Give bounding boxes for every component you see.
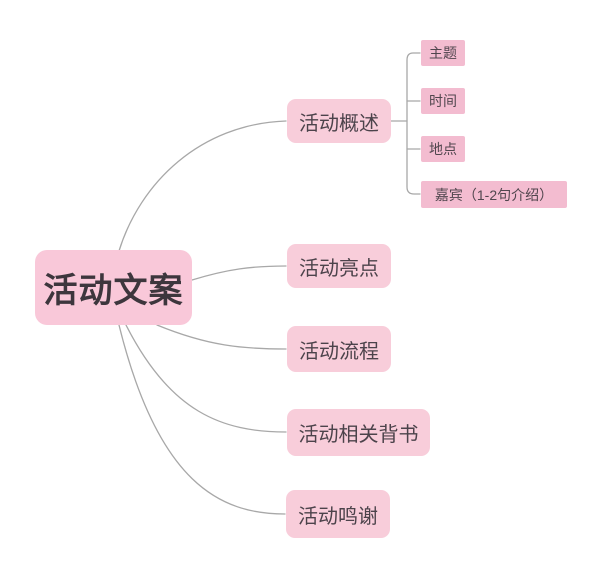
branch-node-acknowledgements[interactable]: 活动鸣谢 <box>286 490 390 538</box>
child-node-location[interactable]: 地点 <box>421 136 465 162</box>
child-node-guests[interactable]: 嘉宾（1-2句介绍） <box>421 181 567 208</box>
branch-node-process[interactable]: 活动流程 <box>287 326 391 372</box>
link-root-overview <box>118 120 287 252</box>
branch-node-overview[interactable]: 活动概述 <box>287 99 391 143</box>
link-root-endorsements <box>125 324 287 433</box>
bracket-children <box>406 52 421 195</box>
root-node-activity-copy[interactable]: 活动文案 <box>35 250 192 325</box>
child-node-theme[interactable]: 主题 <box>421 40 465 66</box>
branch-node-highlights[interactable]: 活动亮点 <box>287 244 391 288</box>
branch-node-endorsements[interactable]: 活动相关背书 <box>287 409 430 456</box>
link-root-highlights <box>191 265 287 281</box>
link-root-process <box>156 324 287 350</box>
child-node-time[interactable]: 时间 <box>421 88 465 114</box>
link-root-thanks <box>118 324 286 515</box>
